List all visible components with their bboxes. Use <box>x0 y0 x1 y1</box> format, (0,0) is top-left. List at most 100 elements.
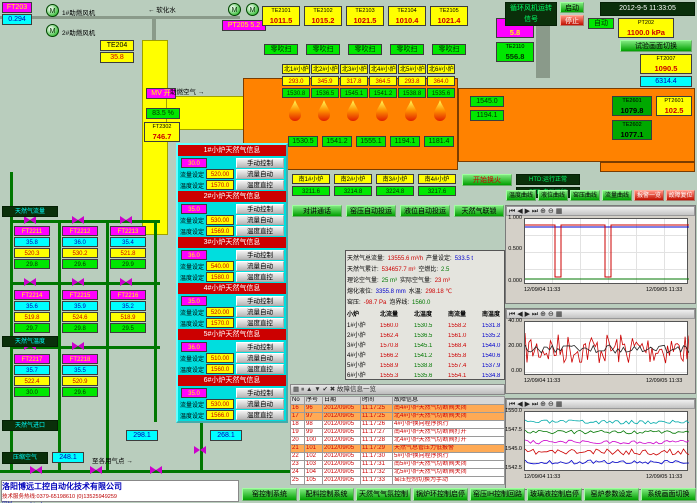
compressed-air-label: 压缩空气 <box>2 452 48 464</box>
flow-auto-button[interactable]: 流量自动 <box>236 215 284 225</box>
manual-control-button[interactable]: 手动控制 <box>236 250 284 260</box>
nav-gas-atmosphere-button[interactable]: 天然气气氛控制 <box>356 488 411 501</box>
flow-auto-button[interactable]: 流量自动 <box>236 353 284 363</box>
valve-icon[interactable] <box>72 216 84 224</box>
trend-pressure-button[interactable]: 窑压曲线 <box>570 190 600 201</box>
temp-direct-button[interactable]: 温度直控 <box>236 180 284 190</box>
nav-parameter-setting-button[interactable]: 窑炉参数设定 <box>584 488 639 501</box>
temp-set-value[interactable]: 1569.0 <box>206 226 234 236</box>
temp-direct-button[interactable]: 温度直控 <box>236 318 284 328</box>
nav-batch-control-button[interactable]: 配料控制系统 <box>299 488 354 501</box>
fan-stop-button[interactable]: 停止 <box>560 15 584 26</box>
valve-icon[interactable] <box>30 466 42 474</box>
chart-toolbar[interactable]: ⏮ ◀ ▶ ⏭ ⊕ ⊖ ▦ <box>506 399 695 409</box>
temp-set-label: 温度设定 <box>180 414 205 420</box>
pressure-auto-button[interactable]: 窑压自动投运 <box>346 205 396 217</box>
alarm-toolbar[interactable]: ▦ ⏸ ▲ ▼ ✔ ✖ 故障信息一览 <box>290 384 505 395</box>
fan-start-button[interactable]: 启动 <box>560 2 584 13</box>
level-auto-button[interactable]: 液位自动投运 <box>400 205 450 217</box>
flow-set-value[interactable]: 540.00 <box>206 261 234 271</box>
valve-icon[interactable] <box>24 216 36 224</box>
valve-icon[interactable] <box>24 278 36 286</box>
test-screen-button[interactable]: 试验画面切换 <box>620 40 692 52</box>
instrument-value: 35.7 <box>14 365 50 375</box>
alarm-list-button[interactable]: 报警一览 <box>634 190 664 201</box>
valve-icon[interactable] <box>120 216 132 224</box>
gas-pipe <box>200 423 203 471</box>
info-header-row: 小炉北流量北温度南流量南温度 <box>347 312 501 318</box>
valve-icon[interactable] <box>150 466 162 474</box>
instrument-tag: FT2212 <box>62 226 98 236</box>
temp-set-value[interactable]: 1570.0 <box>206 180 234 190</box>
manual-control-button[interactable]: 手动控制 <box>236 342 284 352</box>
pump-icon[interactable]: M <box>228 3 241 16</box>
valve-icon[interactable] <box>194 446 206 454</box>
melt-temp: 1541.2 <box>322 136 352 147</box>
flow-auto-button[interactable]: 流量自动 <box>236 399 284 409</box>
flow-auto-button[interactable]: 流量自动 <box>236 169 284 179</box>
start-reversal-button[interactable]: 开始换火 <box>462 174 512 186</box>
chart-toolbar[interactable]: ⏮ ◀ ▶ ⏭ ⊕ ⊖ ▦ <box>506 206 695 216</box>
temp-set-value[interactable]: 1560.0 <box>206 364 234 374</box>
flow-auto-button[interactable]: 流量自动 <box>236 261 284 271</box>
temp-set-value[interactable]: 1566.0 <box>206 410 234 420</box>
pump-icon[interactable]: M <box>246 3 259 16</box>
temp-direct-button[interactable]: 温度直控 <box>236 272 284 282</box>
valve-icon[interactable] <box>72 278 84 286</box>
instrument-value: 35.8 <box>14 237 50 247</box>
pump-icon[interactable]: M <box>46 24 59 37</box>
nav-pressure-loop-button[interactable]: 窑压IH控制回路 <box>470 488 525 501</box>
htd-status: HTD:运行正常 <box>516 174 580 185</box>
valve-icon[interactable] <box>120 278 132 286</box>
flow-set-value[interactable]: 510.00 <box>206 353 234 363</box>
flow-pv-value: 36.0 <box>181 342 207 352</box>
flow-set-value[interactable]: 520.00 <box>206 169 234 179</box>
manual-control-button[interactable]: 手动控制 <box>236 158 284 168</box>
instrument-value: 35.2 <box>110 301 146 311</box>
nav-glass-level-button[interactable]: 玻璃液控制启停 <box>527 488 582 501</box>
nav-kiln-control-button[interactable]: 窑控制系统 <box>242 488 297 501</box>
y-tick: 1.000 <box>508 215 522 221</box>
flow-auto-button[interactable]: 流量自动 <box>236 307 284 317</box>
temp-direct-button[interactable]: 温度直控 <box>236 226 284 236</box>
flow-set-value[interactable]: 520.00 <box>206 307 234 317</box>
manual-control-button[interactable]: 手动控制 <box>236 388 284 398</box>
temp-set-value[interactable]: 1580.0 <box>206 272 234 282</box>
trend-temp-button[interactable]: 温度曲线 <box>506 190 536 201</box>
temp-set-value[interactable]: 1570.0 <box>206 318 234 328</box>
burner-name: 南2#小炉 <box>334 174 372 184</box>
flow-set-value[interactable]: 530.00 <box>206 215 234 225</box>
gas-interlock-button[interactable]: 天然气联锁 <box>454 205 504 217</box>
pump-icon[interactable]: M <box>46 4 59 17</box>
nav-screen-switch-button[interactable]: 系统画面切换 <box>641 488 696 501</box>
valve-icon[interactable] <box>90 466 102 474</box>
flow-set-value[interactable]: 530.00 <box>206 399 234 409</box>
trend-flow-button[interactable]: 流量曲线 <box>602 190 632 201</box>
alarm-toolbar-icons[interactable]: ▦ ⏸ ▲ ▼ ✔ ✖ <box>293 386 336 393</box>
valve-icon[interactable] <box>72 342 84 350</box>
manual-control-button[interactable]: 手动控制 <box>236 296 284 306</box>
gas-pipe <box>10 220 160 223</box>
trend-level-button[interactable]: 液位曲线 <box>538 190 568 201</box>
fault-reset-button[interactable]: 故障复位 <box>666 190 695 201</box>
nav-boiler-loop-button[interactable]: 锅炉环控制启停 <box>413 488 468 501</box>
chart-toolbar[interactable]: ⏮ ◀ ▶ ⏭ ⊕ ⊖ ▦ <box>506 309 695 319</box>
temp-direct-button[interactable]: 温度直控 <box>236 410 284 420</box>
manual-control-button[interactable]: 手动控制 <box>236 204 284 214</box>
instrument-value: 29.6 <box>62 259 98 269</box>
temp-direct-button[interactable]: 温度直控 <box>236 364 284 374</box>
intercom-button[interactable]: 对讲通话 <box>292 205 342 217</box>
